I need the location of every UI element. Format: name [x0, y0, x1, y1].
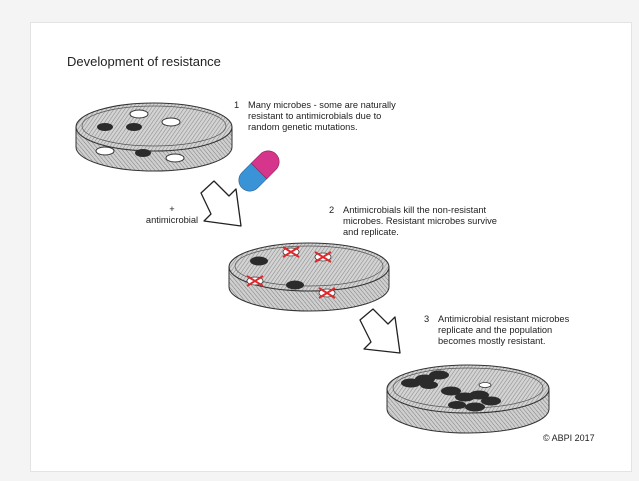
antimicrobial-label: + antimicrobial — [137, 204, 207, 226]
resistant-microbe-1 — [250, 256, 268, 266]
step-2-text: Antimicrobials kill the non-resistant mi… — [343, 205, 497, 238]
figure-card: Development of resistance 1 Many microbe… — [30, 22, 632, 472]
step-1-number: 1 — [234, 100, 240, 110]
step-3-number: 3 — [424, 314, 430, 324]
petri-dish-1-icon — [75, 102, 233, 172]
antimicrobial-word: antimicrobial — [145, 215, 199, 225]
petri-dish-3-icon — [386, 364, 550, 434]
microbe-7 — [165, 153, 185, 163]
arrow-2-icon — [359, 308, 401, 354]
step-1-text: Many microbes - some are naturally resis… — [248, 100, 396, 133]
plus-sign: + — [169, 204, 175, 214]
microbe-4 — [126, 123, 142, 131]
petri-dish-2-icon — [228, 242, 390, 312]
figure-title: Development of resistance — [67, 54, 221, 69]
killed-microbe-4 — [318, 287, 336, 299]
killed-microbe-1 — [282, 246, 300, 258]
resistant-microbe-2 — [286, 280, 304, 290]
resistant-colony — [401, 370, 501, 412]
capsule-icon — [238, 150, 280, 192]
microbe-3 — [161, 117, 181, 127]
arrow-1-icon — [200, 180, 242, 227]
step-2-number: 2 — [329, 205, 335, 215]
microbe-5 — [135, 149, 151, 157]
microbe-6 — [95, 146, 115, 156]
microbe-2 — [129, 109, 149, 119]
killed-microbe-2 — [314, 251, 332, 263]
microbe-1 — [97, 123, 113, 131]
illustration — [75, 102, 550, 434]
killed-microbe-3 — [246, 275, 264, 287]
step-3-text: Antimicrobial resistant microbes replica… — [438, 314, 570, 347]
leftover-microbe — [478, 382, 492, 388]
copyright-note: © ABPI 2017 — [543, 433, 595, 443]
